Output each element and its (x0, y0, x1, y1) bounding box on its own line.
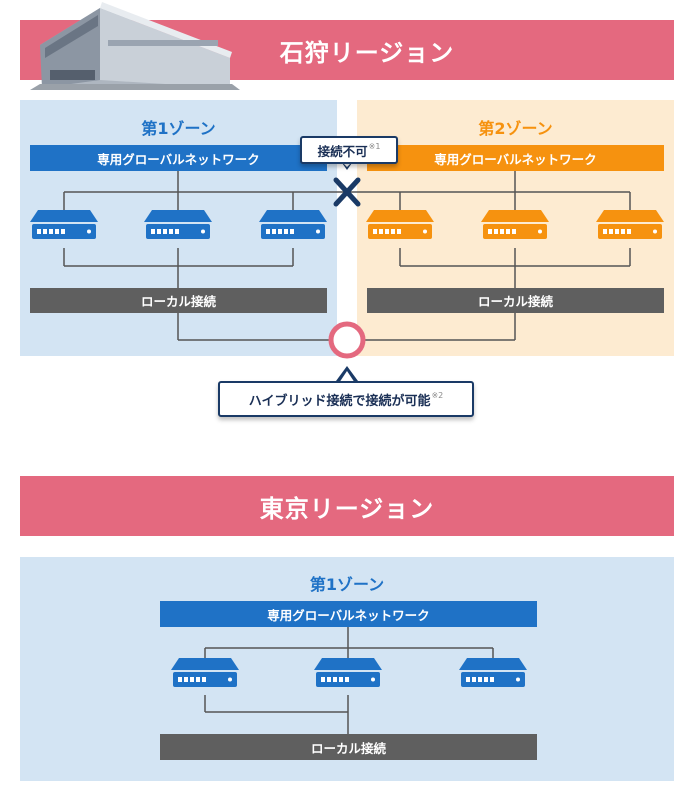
server-icon (366, 210, 434, 239)
server-icon (259, 210, 327, 239)
tokyo-zone1-network-bar: 専用グローバルネットワーク (160, 601, 537, 627)
server-icon (459, 658, 527, 687)
ishikari-zone1-title: 第1ゾーン (141, 119, 216, 138)
no-connect-text: 接続不可 (317, 143, 368, 159)
circle-connector-icon (328, 321, 366, 359)
server-icon (481, 210, 549, 239)
ishikari-zone2-local-bar: ローカル接続 (367, 288, 664, 313)
tokyo-zone1-local-bar: ローカル接続 (160, 734, 537, 760)
tokyo-region-title: 東京リージョン (259, 494, 435, 523)
tokyo-region-header: 東京リージョン (20, 476, 674, 536)
ishikari-zone1-network-bar: 専用グローバルネットワーク (30, 145, 327, 171)
ishikari-zone2-title: 第2ゾーン (478, 119, 553, 138)
server-icon (144, 210, 212, 239)
server-icon (30, 210, 98, 239)
server-icon (596, 210, 664, 239)
no-connect-note: ※1 (368, 141, 381, 151)
hybrid-text: ハイブリッド接続で接続が可能 (248, 393, 431, 409)
ishikari-zone1-local-bar: ローカル接続 (30, 288, 327, 313)
hybrid-note: ※2 (431, 390, 444, 400)
hybrid-callout: ハイブリッド接続で接続が可能※2 (218, 381, 474, 417)
cross-icon (333, 177, 361, 207)
no-connect-callout: 接続不可※1 (300, 136, 398, 164)
ishikari-zone2-network-bar: 専用グローバルネットワーク (367, 145, 664, 171)
server-icon (314, 658, 382, 687)
tokyo-zone1-title: 第1ゾーン (309, 575, 385, 594)
ishikari-region-title: 石狩リージョン (279, 38, 455, 67)
server-icon (171, 658, 239, 687)
